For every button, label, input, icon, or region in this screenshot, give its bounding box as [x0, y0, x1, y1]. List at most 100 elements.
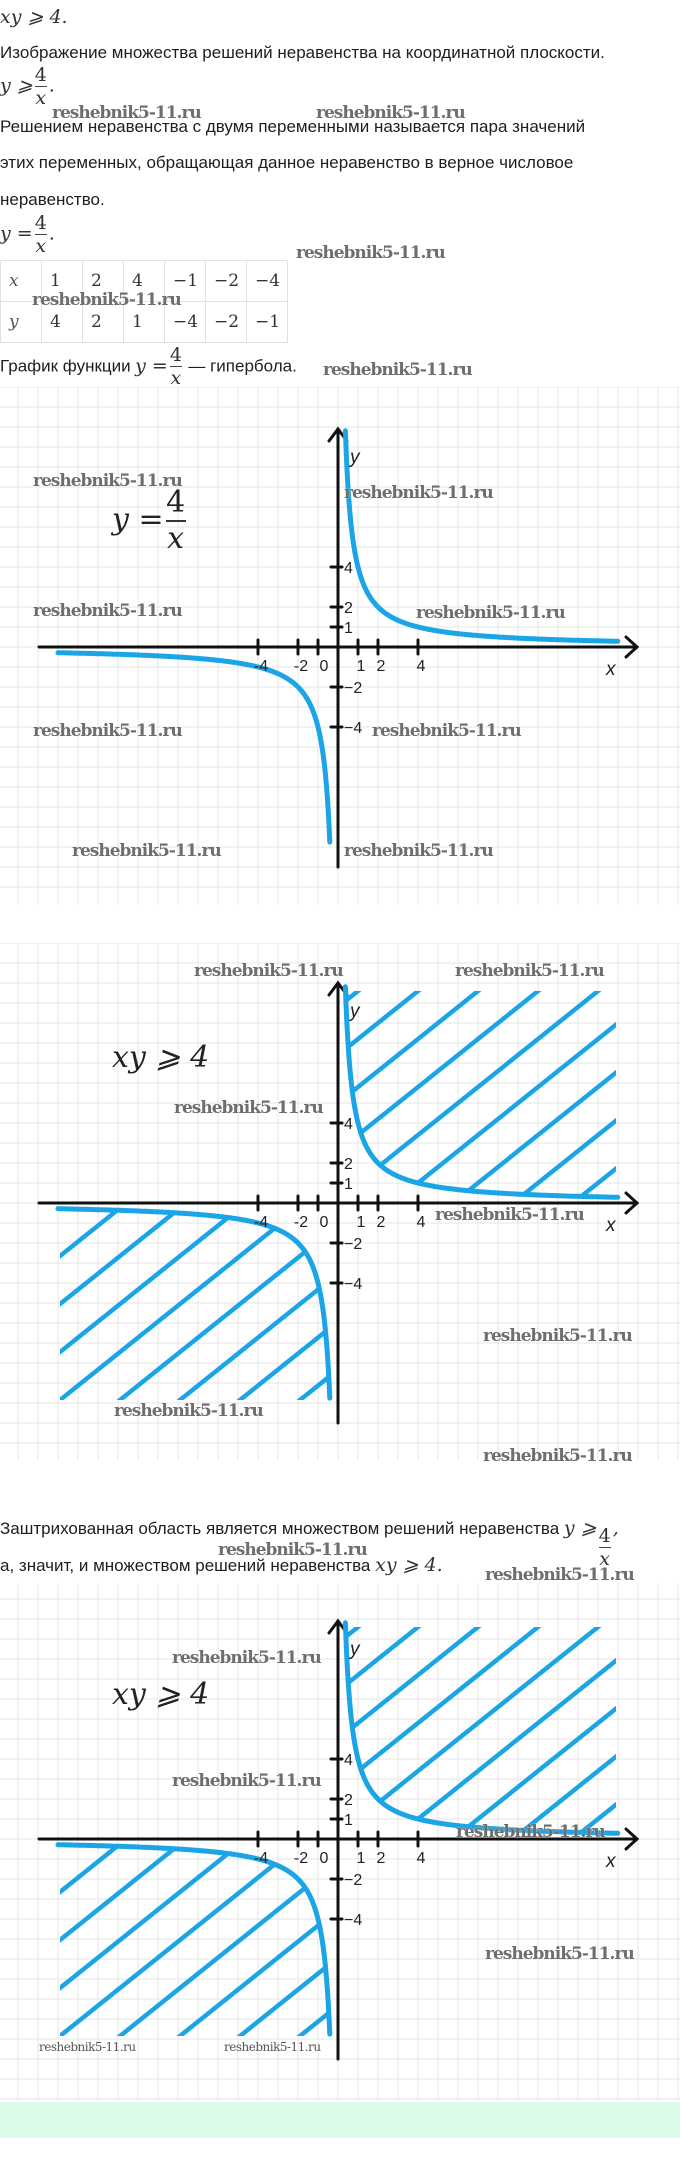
fraction-bar — [598, 1547, 611, 1548]
hyperbola-branch-left — [55, 1842, 333, 2037]
watermark: reshebnik5-11.ru — [32, 290, 182, 310]
y-tick-label: 4 — [344, 1752, 353, 1769]
hatch-line — [60, 1939, 330, 2036]
x-tick-label: 1 — [357, 1214, 366, 1231]
numerator: 4 — [166, 485, 186, 520]
x-axis-arrow-icon — [624, 1191, 640, 1215]
x-tick-label: -4 — [254, 1214, 268, 1231]
denominator: x — [167, 521, 185, 556]
axes — [37, 426, 640, 869]
x-axis-arrow-icon — [624, 1827, 640, 1851]
y-tick-label: 2 — [344, 600, 353, 617]
watermark: reshebnik5-11.ru — [114, 1401, 264, 1421]
graph-caption-post: — гипербола. — [188, 356, 297, 376]
x-tick-label: -4 — [254, 1850, 268, 1867]
x-tick-label: 0 — [320, 1850, 329, 1867]
watermark: reshebnik5-11.ru — [372, 721, 522, 741]
watermark: reshebnik5-11.ru — [485, 1565, 635, 1585]
table-cell: −4 — [246, 260, 288, 302]
graph-caption-pre: График функции — [0, 356, 131, 376]
x-axis-label: x — [605, 1215, 617, 1236]
y-tick-label: 2 — [344, 1156, 353, 1173]
watermark: reshebnik5-11.ru — [218, 1540, 368, 1560]
y-axis-label: y — [348, 1639, 361, 1660]
table-cell: −2 — [205, 260, 247, 302]
conclusion-line-2-text: а, значит, и множеством решений неравенс… — [0, 1556, 371, 1575]
numerator: 4 — [34, 64, 47, 86]
x-axis-label: x — [605, 659, 617, 680]
denominator: x — [35, 235, 47, 257]
x-tick-label: 0 — [320, 1214, 329, 1231]
hatch-line — [60, 1987, 330, 2036]
hatch-line — [345, 1052, 616, 1198]
y-axis-label: y — [348, 447, 361, 468]
hatch-line — [60, 1208, 330, 1400]
watermark: reshebnik5-11.ru — [344, 841, 494, 861]
hatch-line — [345, 1627, 616, 1758]
x-tick-label: 4 — [417, 1850, 426, 1867]
table-cell: −1 — [246, 301, 288, 343]
hatch-line — [60, 1351, 330, 1400]
watermark: reshebnik5-11.ru — [296, 243, 446, 263]
fraction-bar — [165, 520, 186, 522]
watermark: reshebnik5-11.ru — [435, 1205, 585, 1225]
denominator: x — [170, 367, 182, 389]
conclusion-line-1: Заштрихованная область является множеств… — [0, 1517, 619, 1570]
func-tail: . — [48, 222, 55, 245]
hatch-line — [60, 1208, 330, 1324]
y-tick-label: 4 — [344, 1116, 353, 1133]
x-axis-arrow-icon — [624, 635, 640, 659]
definition-line-3: неравенство. — [0, 190, 105, 209]
numerator: 4 — [34, 212, 47, 234]
x-tick-label: -2 — [294, 1850, 308, 1867]
hatch-line — [345, 1688, 616, 1834]
table-cell: y — [0, 301, 42, 343]
watermark: reshebnik5-11.ru — [455, 961, 605, 981]
x-tick-label: -2 — [294, 658, 308, 675]
y-tick-label: 4 — [344, 560, 353, 577]
conclusion-lhs: y ⩾ — [563, 1517, 597, 1539]
watermark: reshebnik5-11.ru — [33, 471, 183, 491]
watermark: reshebnik5-11.ru — [52, 103, 202, 123]
fraction-bar — [34, 86, 47, 87]
y-tick-label: −4 — [344, 1276, 362, 1293]
watermark: reshebnik5-11.ru — [485, 1944, 635, 1964]
x-tick-label: 4 — [417, 1214, 426, 1231]
hatch-line — [345, 1004, 616, 1198]
x-tick-label: 1 — [357, 1850, 366, 1867]
x-tick-label: 1 — [357, 658, 366, 675]
table-cell: 4 — [123, 260, 165, 302]
y-tick-label: −2 — [344, 680, 362, 697]
y-tick-label: 2 — [344, 1792, 353, 1809]
x-tick-label: 4 — [417, 658, 426, 675]
hatch-line — [60, 1208, 330, 1276]
x-tick-label: -4 — [254, 658, 268, 675]
y-tick-label: −4 — [344, 720, 362, 737]
table-cell: 1 — [41, 260, 83, 302]
watermark: reshebnik5-11.ru — [33, 601, 183, 621]
table-cell: 4 — [41, 301, 83, 343]
hatch-lower — [60, 1844, 330, 2036]
axes — [37, 980, 640, 1425]
ineq-lhs: y ⩾ — [0, 74, 33, 97]
conclusion-tail: , — [612, 1517, 619, 1539]
y-tick-label: 1 — [344, 1176, 353, 1193]
y-axis-label: y — [348, 1001, 361, 1022]
x-tick-label: 2 — [377, 1214, 386, 1231]
watermark: reshebnik5-11.ru — [194, 961, 344, 981]
numerator: 4 — [169, 344, 182, 366]
conclusion-line-1-text: Заштрихованная область является множеств… — [0, 1519, 560, 1538]
watermark: reshebnik5-11.ru — [483, 1446, 633, 1466]
